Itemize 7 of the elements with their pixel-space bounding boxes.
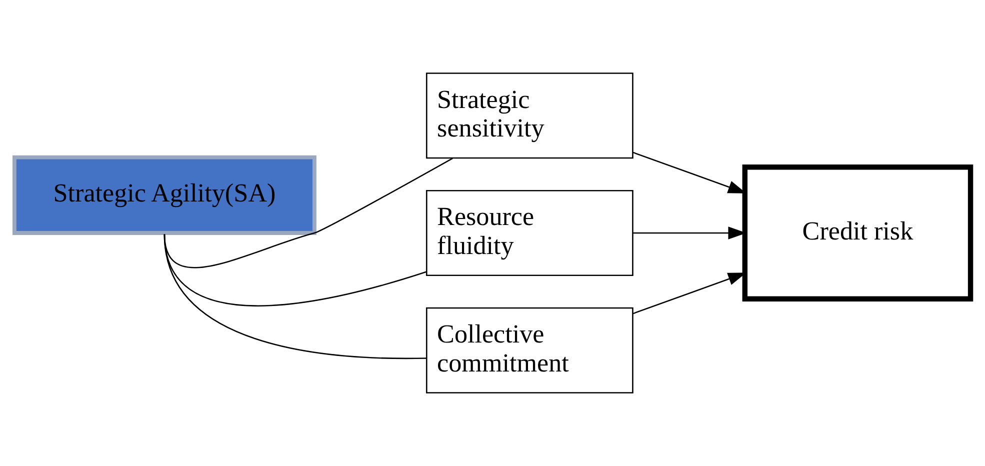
node-box: Resource fluidity	[426, 190, 634, 276]
node-box: Collective commitment	[426, 307, 634, 394]
connector	[164, 158, 453, 268]
node-box: Strategic Agility(SA)	[12, 155, 316, 235]
node-box: Credit risk	[742, 164, 974, 302]
connector	[164, 234, 427, 360]
node-box: Strategic sensitivity	[426, 72, 634, 159]
